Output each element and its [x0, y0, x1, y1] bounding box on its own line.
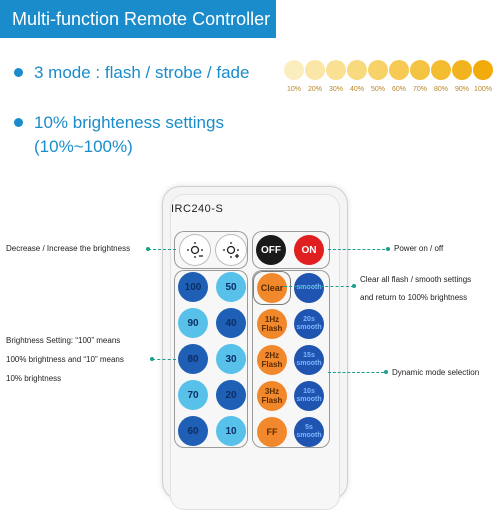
brightness-adjust-annotation: Decrease / Increase the brightness	[6, 244, 131, 253]
brightness-dot	[452, 60, 472, 80]
brightness-30-button[interactable]: 30	[216, 344, 246, 374]
brightness-label: 100%	[474, 86, 492, 93]
leader-line	[328, 249, 390, 250]
brightness-range-text: (10%~100%)	[34, 137, 133, 156]
setting-annotation-line2: 100% brightness and “10” means	[6, 355, 124, 364]
brightness-up-icon	[223, 242, 239, 258]
bullet-icon	[14, 68, 23, 77]
setting-annotation-line1: Brightness Setting: “100” means	[6, 336, 121, 345]
leader-line	[284, 286, 354, 287]
brightness-down-icon	[187, 242, 203, 258]
smooth-15s-button[interactable]: 15s smooth	[294, 345, 324, 375]
brightness-dot	[368, 60, 388, 80]
brightness-up-button[interactable]	[216, 235, 246, 265]
brightness-label: 50%	[370, 86, 385, 93]
brightness-50-button[interactable]: 50	[216, 272, 246, 302]
brightness-dot	[389, 60, 409, 80]
brightness-label: 20%	[307, 86, 322, 93]
setting-annotation-line3: 10% brightness	[6, 374, 62, 383]
smooth-10s-button[interactable]: 10s smooth	[294, 381, 324, 411]
leader-dot	[384, 370, 388, 374]
on-button[interactable]: ON	[294, 235, 324, 265]
smooth-button[interactable]: smooth	[294, 273, 324, 303]
bullet-icon	[14, 118, 23, 127]
brightness-90-button[interactable]: 90	[178, 308, 208, 338]
clear-annotation-line2: and return to 100% brightness	[360, 293, 468, 302]
brightness-80-button[interactable]: 80	[178, 344, 208, 374]
brightness-60-button[interactable]: 60	[178, 416, 208, 446]
brightness-dot	[347, 60, 367, 80]
brightness-label: 80%	[433, 86, 448, 93]
leader-line	[152, 359, 176, 360]
brightness-70-button[interactable]: 70	[178, 380, 208, 410]
flash-3hz-button[interactable]: 3Hz Flash	[257, 381, 287, 411]
power-annotation: Power on / off	[394, 244, 444, 253]
clear-button[interactable]: Clear	[257, 273, 287, 303]
smooth-5s-button[interactable]: 5s smooth	[294, 417, 324, 447]
leader-dot	[386, 247, 390, 251]
brightness-10-button[interactable]: 10	[216, 416, 246, 446]
page-title: Multi-function Remote Controller	[0, 0, 276, 38]
ff-button[interactable]: FF	[257, 417, 287, 447]
brightness-40-button[interactable]: 40	[216, 308, 246, 338]
brightness-dot	[284, 60, 304, 80]
leader-line	[148, 249, 176, 250]
flash-1hz-button[interactable]: 1Hz Flash	[257, 309, 287, 339]
brightness-20-button[interactable]: 20	[216, 380, 246, 410]
mode-feature-text: 3 mode : flash / strobe / fade	[34, 63, 250, 82]
brightness-label: 60%	[391, 86, 406, 93]
brightness-label: 70%	[412, 86, 427, 93]
leader-dot	[146, 247, 150, 251]
brightness-label: 30%	[328, 86, 343, 93]
brightness-dot	[410, 60, 430, 80]
brightness-dot	[431, 60, 451, 80]
leader-dot	[352, 284, 356, 288]
brightness-label: 40%	[349, 86, 364, 93]
brightness-down-button[interactable]	[180, 235, 210, 265]
leader-line	[328, 372, 384, 373]
smooth-20s-button[interactable]: 20s smooth	[294, 309, 324, 339]
dynamic-annotation: Dynamic mode selection	[392, 368, 480, 377]
brightness-dot	[473, 60, 493, 80]
brightness-label: 90%	[454, 86, 469, 93]
clear-annotation-line1: Clear all flash / smooth settings	[360, 275, 472, 284]
off-button[interactable]: OFF	[256, 235, 286, 265]
brightness-label: 10%	[286, 86, 301, 93]
brightness-feature-text: 10% brighteness settings	[34, 113, 224, 132]
brightness-dot	[326, 60, 346, 80]
flash-2hz-button[interactable]: 2Hz Flash	[257, 345, 287, 375]
brightness-dot	[305, 60, 325, 80]
brightness-100-button[interactable]: 100	[178, 272, 208, 302]
leader-dot	[150, 357, 154, 361]
remote-model-label: IRC240-S	[171, 203, 224, 215]
